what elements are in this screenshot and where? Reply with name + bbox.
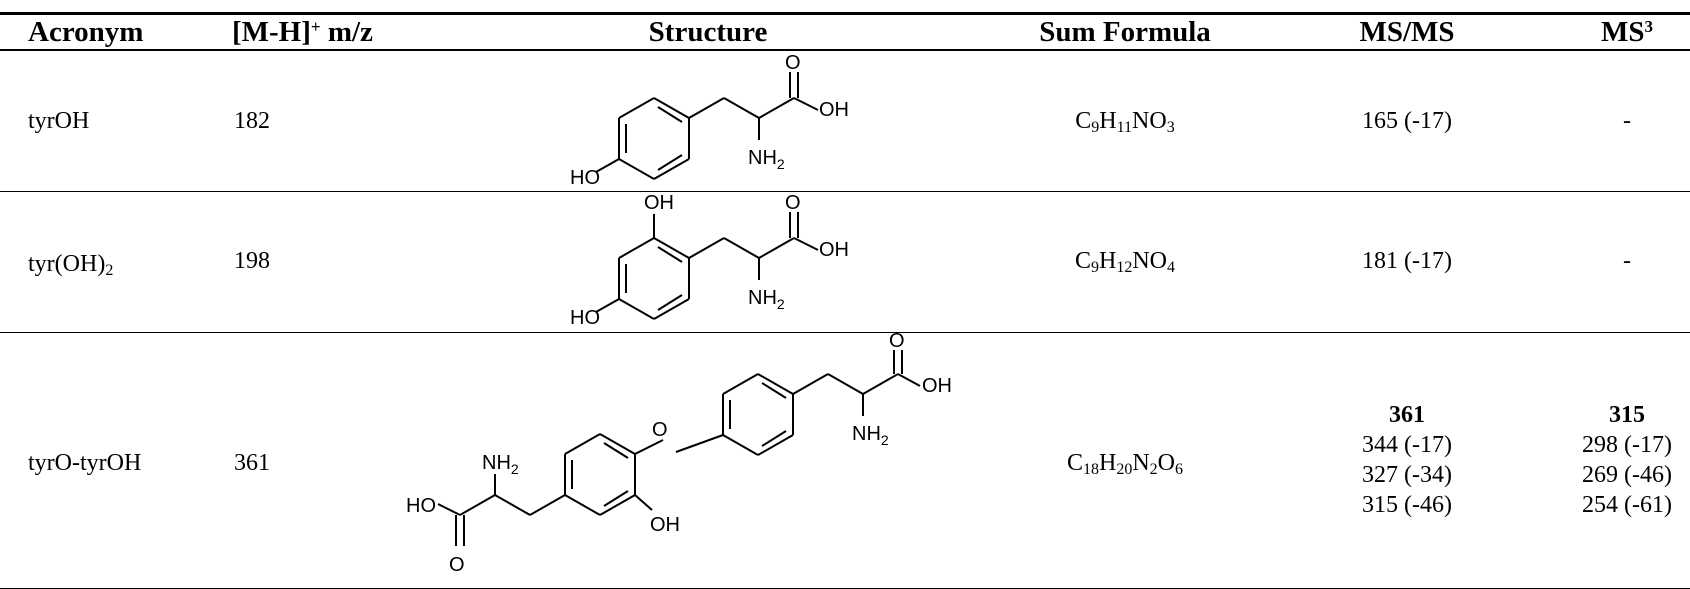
row3-mz: 361 [234,450,270,476]
structure-tyroh: HO NH2 O OH [570,52,849,189]
ho-label-2: HO [570,307,600,329]
nh2-label-2: NH2 [748,287,785,312]
lower-ho-label: HO [406,495,436,517]
row1-ms3: - [1623,108,1631,134]
header-ms3: MS3 [1601,16,1653,48]
carbonyl-o-label-2: O [785,192,801,214]
ho-label: HO [570,167,600,189]
ortho-oh-label: OH [644,192,674,214]
header-structure: Structure [648,16,768,48]
row-divider-2 [0,332,1690,333]
header-mz: [M-H]+ m/z [232,16,373,48]
row3-msms-line-3: 315 (-46) [1362,492,1452,518]
table-top-rule [0,12,1690,15]
row3-ms3: 315 298 (-17) 269 (-46) 254 (-61) [1582,400,1672,520]
row1-msms: 165 (-17) [1362,108,1452,134]
row2-msms: 181 (-17) [1362,248,1452,274]
structure-tyro-tyroh: NH2 O OH O OH NH2 HO O [406,330,952,576]
row3-ms3-head: 315 [1608,402,1645,428]
row3-msms: 361 344 (-17) 327 (-34) 315 (-46) [1362,400,1452,520]
row2-formula: C9H12NO4 [1074,248,1176,276]
upper-oh-label: OH [922,375,952,397]
upper-nh2-label: NH2 [852,423,889,448]
row3-ms3-line-3: 254 (-61) [1582,492,1672,518]
row3-msms-line-2: 327 (-34) [1362,462,1452,488]
row2-acronym: tyr(OH)2 [28,251,114,279]
row1-acronym: tyrOH [28,108,90,134]
header-acronym: Acronym [28,16,144,48]
upper-carbonyl-o-label: O [889,330,905,352]
structure-tyroh2: OH HO NH2 O OH [570,192,849,329]
header-rule [0,49,1690,51]
oh-label-2: OH [819,239,849,261]
row3-formula: C18H20N2O6 [1066,450,1184,478]
oh-label: OH [819,99,849,121]
row2-mz: 198 [234,248,270,274]
row1-formula: C9H11NO3 [1075,108,1175,136]
carbonyl-o-label: O [785,52,801,74]
header-msms: MS/MS [1359,16,1455,48]
header-sum-formula: Sum Formula [1039,16,1211,48]
nh2-label: NH2 [748,147,785,172]
lower-carbonyl-o-label: O [449,554,465,576]
row3-ms3-line-2: 269 (-46) [1582,462,1672,488]
lower-ring-oh-label: OH [650,514,680,536]
row3-msms-line-1: 344 (-17) [1362,432,1452,458]
row-divider-1 [0,191,1690,192]
row2-ms3: - [1623,248,1631,274]
row3-acronym: tyrO-tyrOH [28,450,142,476]
lower-nh2-label: NH2 [482,452,519,477]
row1-mz: 182 [234,108,270,134]
ether-o-label: O [652,419,668,441]
row3-ms3-line-1: 298 (-17) [1582,432,1672,458]
row3-msms-head: 361 [1388,402,1425,428]
